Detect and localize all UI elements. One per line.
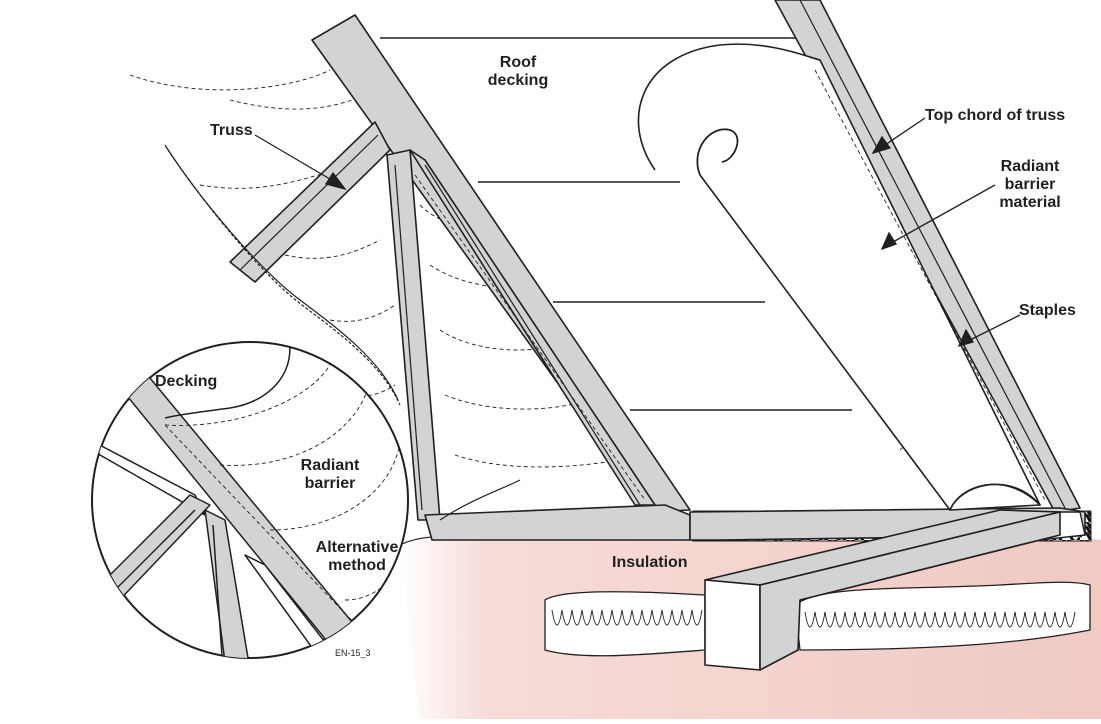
radiant-label-line3: material: [999, 194, 1061, 211]
ceiling-joist: [704, 509, 1061, 671]
roof-decking: [380, 37, 852, 411]
alternative-line2: method: [328, 557, 386, 574]
inset-radiant-line1: Radiant: [300, 457, 360, 474]
leader-arrows: [254, 117, 1021, 348]
figure-code: EN-15_3: [335, 648, 371, 658]
roof-decking-label: Roof decking: [478, 54, 558, 90]
roof-decking-label-line2: decking: [487, 72, 549, 89]
truss-inner-lines: [239, 0, 1066, 511]
alternative-method-label: Alternative method: [302, 539, 412, 575]
radiant-label-line1: Radiant: [1000, 158, 1060, 175]
insulation-batts: [544, 581, 1091, 657]
inset-circle: [91, 341, 409, 659]
radiant-label-line2: barrier: [1004, 176, 1056, 193]
radiant-barrier-roll: [637, 43, 1041, 511]
staples-label: Staples: [1019, 302, 1076, 319]
deck-edge: [164, 144, 521, 521]
top-chord-label: Top chord of truss: [925, 107, 1066, 124]
alternative-line1: Alternative: [315, 539, 399, 556]
roof-decking-label-line1: Roof: [499, 54, 537, 71]
staple-line: [414, 69, 1046, 501]
inset-radiant-barrier-label: Radiant barrier: [290, 457, 370, 493]
inset-radiant-line2: barrier: [304, 475, 356, 492]
truss-label: Truss: [210, 122, 253, 139]
decking-label: Decking: [155, 373, 218, 390]
insulation-label: Insulation: [612, 554, 688, 571]
radiant-barrier-material-label: Radiant barrier material: [990, 158, 1070, 212]
